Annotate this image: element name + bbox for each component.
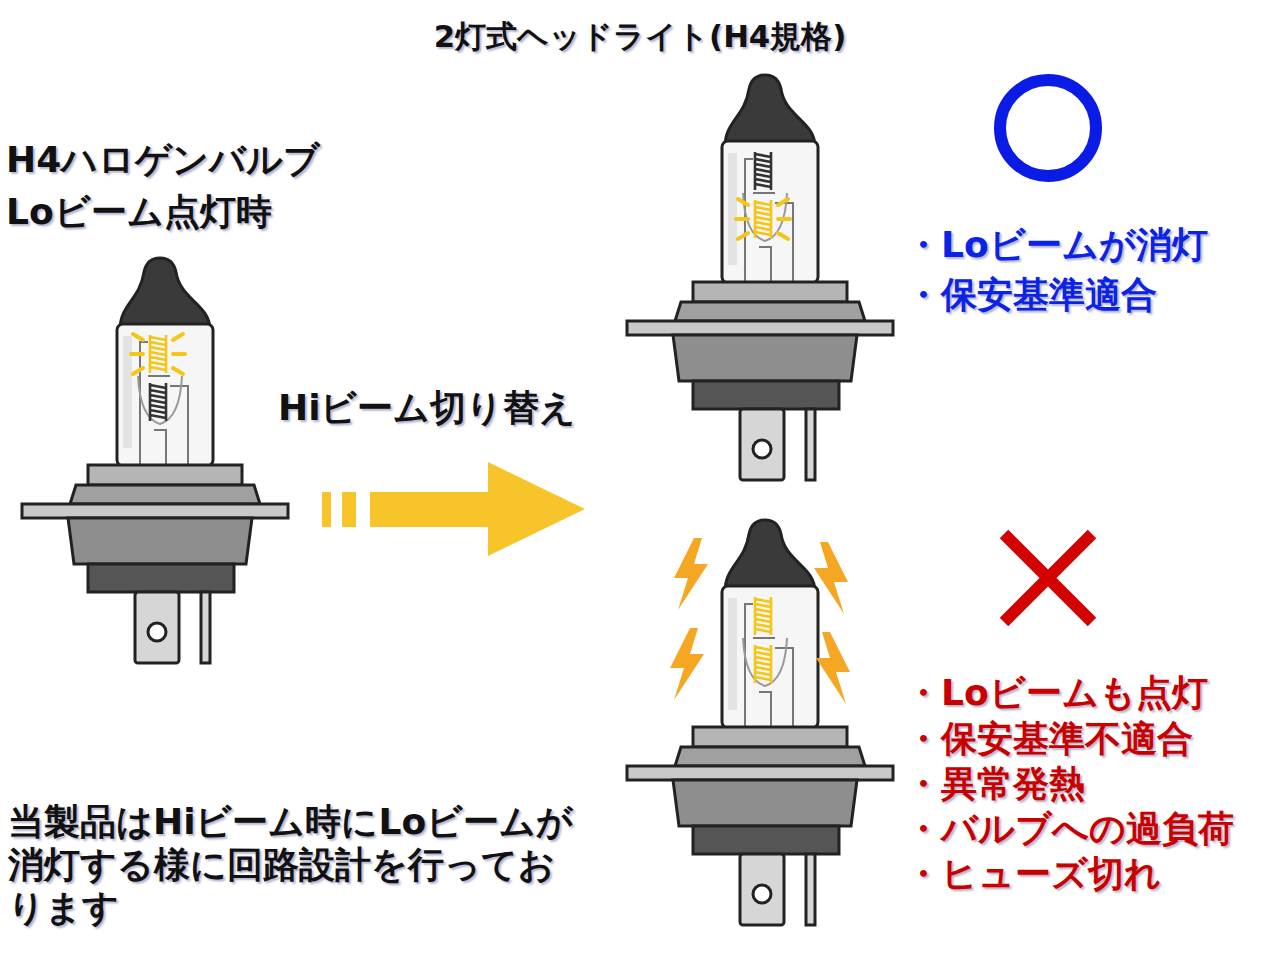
switch-arrow <box>322 492 331 527</box>
result-item: ・保安基準適合 <box>905 273 1265 317</box>
lightning-bolt <box>670 538 850 704</box>
halogen-bulb <box>627 75 893 480</box>
halogen-bulb <box>150 383 166 421</box>
halogen-bulb <box>755 152 771 190</box>
halogen-bulb <box>736 199 790 239</box>
switch-arrow <box>342 492 356 527</box>
switch-label: Hiビーム切り替え <box>278 386 658 430</box>
switch-arrow <box>370 462 585 556</box>
halogen-bulb <box>627 520 893 925</box>
halogen-bulb <box>22 258 288 663</box>
switch-arrow <box>322 462 585 556</box>
lightning-bolt <box>814 542 848 614</box>
halogen-bulb <box>755 645 771 683</box>
result-item: ・異常発熱 <box>905 762 1270 806</box>
result-item: ・ヒューズ切れ <box>905 852 1270 896</box>
lightning-bolt <box>674 538 708 610</box>
halogen-bulb <box>22 258 288 663</box>
halogen-bulb <box>627 520 893 925</box>
halogen-bulb <box>150 335 166 373</box>
halogen-bulb <box>131 334 185 374</box>
ng-mark <box>1004 534 1092 622</box>
result-item: ・Loビームも点灯 <box>905 671 1270 715</box>
bulb-caption: H4ハロゲンバルブ Loビーム点灯時 <box>6 134 346 238</box>
halogen-bulb <box>755 597 771 635</box>
ok-mark <box>1000 80 1096 176</box>
result-item: ・バルブへの過負荷 <box>905 807 1270 851</box>
halogen-bulb <box>755 200 771 238</box>
result-item: ・Loビームが消灯 <box>905 223 1265 267</box>
lightning-bolt <box>670 628 704 700</box>
lightning-bolt <box>816 632 850 704</box>
result-item: ・保安基準不適合 <box>905 717 1270 761</box>
diagram-title: 2灯式ヘッドライト(H4規格) <box>0 14 1280 58</box>
product-note: 当製品はHiビーム時にLoビームが消灯する様に回路設計を行っております <box>8 800 588 929</box>
halogen-bulb <box>627 75 893 480</box>
